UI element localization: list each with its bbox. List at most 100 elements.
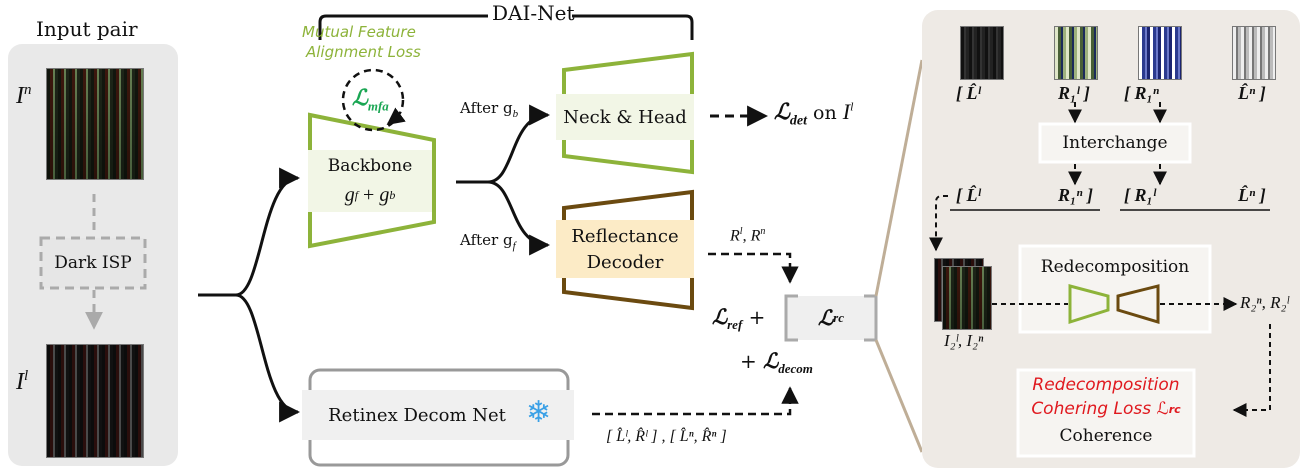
redecomp-encoder	[1068, 284, 1110, 325]
ref-out-n: n	[760, 226, 766, 237]
input-normal-I: I	[16, 83, 24, 109]
backbone-g1: g	[344, 183, 355, 206]
reflectance-line2: Decoder	[586, 251, 664, 273]
loss-mfa-symbol: ℒ	[352, 85, 368, 110]
loss-ref: ℒref +	[712, 305, 766, 333]
to-decoder	[487, 180, 551, 256]
retinex-outputs: [ L̂ˡ, R̂ˡ ] , [ L̂ⁿ, R̂ⁿ ]	[606, 428, 727, 445]
top-row-1: R₁ˡ ]	[1058, 83, 1090, 103]
loss-det-sub: det	[789, 113, 807, 129]
mfa-caption-2: Alignment Loss	[306, 43, 421, 61]
after-gf-text: After g	[460, 231, 513, 249]
loss-rc-sub: rc	[833, 310, 844, 325]
input-low-sup: l	[24, 368, 29, 384]
loss-det-symbol: ℒ	[774, 99, 790, 124]
input-low-label: Il	[16, 368, 28, 395]
mid-row-2: [ R₁ˡ	[1124, 185, 1156, 205]
decoder-to-rc	[708, 252, 799, 284]
input-low-I: I	[16, 369, 24, 395]
snowflake-icon: ❄	[526, 395, 552, 430]
top-row-0: [ L̂ˡ	[956, 83, 981, 103]
retinex-label: Retinex Decom Net	[328, 404, 506, 426]
zoom-line-bottom	[874, 339, 924, 453]
top-row-3: L̂ⁿ ]	[1238, 83, 1266, 103]
to-neck	[487, 104, 551, 184]
after-gf-sub: f	[512, 240, 516, 252]
after-gb-sub: b	[512, 108, 519, 120]
loss-det-on: on	[806, 102, 843, 124]
mid-to-redecomp	[929, 195, 948, 252]
reflectance-line1: Reflectance	[571, 225, 679, 247]
neck-head-label-bg	[556, 94, 694, 140]
backbone-g2: g	[379, 183, 390, 206]
neck-head-label: Neck & Head	[563, 106, 687, 128]
dark-isp-label: Dark ISP	[54, 253, 132, 273]
mfa-caption-1: Mutual Feature	[302, 23, 416, 41]
thumb-R1-normal	[1138, 26, 1182, 80]
ref-out-l: l	[739, 226, 743, 237]
decoder-label-bg	[556, 220, 694, 278]
input-pair-title: Input pair	[36, 17, 138, 41]
after-gf-label: After gf	[460, 232, 516, 252]
rc-bracket-left	[784, 294, 798, 342]
rc-bracket-right	[864, 294, 878, 342]
loss-decom-sub: decom	[778, 361, 813, 377]
dark-isp-box	[39, 236, 147, 290]
redecomp-input-caption: I₂ˡ, I₂ⁿ	[944, 331, 984, 350]
coherence-box	[1016, 368, 1196, 458]
ref-out-R2: R	[750, 227, 761, 245]
mid-row-3: L̂ⁿ ]	[1238, 185, 1266, 205]
loss-det: ℒdet on Il	[774, 99, 854, 129]
ref-out-comma: ,	[742, 227, 751, 245]
dai-net-title: DAI-Net	[492, 1, 575, 25]
loss-mfa-sub: mfa	[367, 98, 389, 114]
mid-row-0: [ L̂ˡ	[956, 185, 981, 205]
loss-ref-plus: +	[742, 305, 766, 329]
interchange-box	[1038, 122, 1192, 164]
input-normal-sup: n	[24, 82, 32, 98]
low-light-image	[46, 344, 144, 458]
loss-ref-sub: ref	[727, 317, 743, 333]
retinex-label-bg	[302, 390, 574, 440]
out-to-coherence	[1232, 324, 1271, 417]
redecomposition-box	[1018, 244, 1212, 334]
loss-mfa: ℒmfa	[352, 85, 389, 114]
redecomposition-panel	[922, 10, 1300, 468]
loss-det-I-sup: l	[850, 99, 854, 114]
coherence-label: Coherence	[1059, 426, 1153, 446]
loss-det-I: I	[842, 99, 851, 124]
loss-decom-plus: +	[740, 349, 764, 373]
mfa-arrow	[386, 107, 406, 126]
ref-out-R1: R	[730, 227, 740, 245]
interchange-label: Interchange	[1062, 133, 1168, 153]
to-backbone	[235, 167, 301, 297]
thumb-L-low	[960, 26, 1004, 80]
zoom-line-top	[874, 59, 924, 297]
redecomp-decoder	[1116, 284, 1160, 325]
normal-light-image	[46, 68, 144, 180]
backbone-title: Backbone	[327, 156, 413, 176]
ref-outputs: Rl, Rn	[730, 226, 765, 245]
loss-decom: + ℒdecom	[740, 349, 813, 377]
mid-row-1: R₁ⁿ ]	[1058, 185, 1094, 205]
loss-decom-symbol: ℒ	[763, 349, 779, 373]
backbone-b: b	[389, 187, 396, 202]
redecomp-input-normal	[942, 266, 992, 330]
rc-box-bg	[786, 296, 876, 340]
top-row-2: [ R₁ⁿ	[1124, 83, 1160, 103]
thumb-R1-low	[1054, 26, 1098, 80]
loss-rc-symbol: ℒ	[818, 305, 834, 330]
rc-loss-line1: Redecomposition	[1032, 375, 1180, 395]
to-retinex	[235, 293, 301, 423]
rc-loss-sub: rc	[1168, 402, 1181, 416]
loss-ref-symbol: ℒ	[712, 305, 728, 329]
rc-loss-line2-text: Cohering Loss ℒ	[1031, 399, 1169, 419]
input-normal-label: In	[16, 82, 32, 109]
redecomp-output-caption: R₂ⁿ, R₂ˡ	[1240, 293, 1289, 312]
backbone-plus: +	[358, 183, 380, 206]
redecomposition-label: Redecomposition	[1040, 257, 1190, 277]
